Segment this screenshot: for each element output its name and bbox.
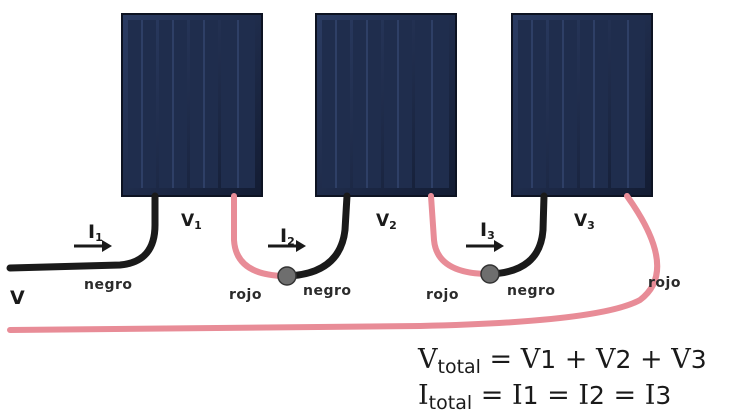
current-label-2: I2: [280, 225, 295, 248]
current-total-formula: Itotal = I1 = I2 = I3: [418, 380, 672, 414]
current-arrow-1: [74, 240, 112, 252]
voltage-total-formula: Vtotal = V1 + V2 + V3: [418, 344, 707, 378]
panel-1-cells: [128, 20, 255, 188]
junction-1: [277, 266, 297, 286]
current-label-3: I3: [480, 219, 495, 242]
current-label-1: I1: [88, 221, 103, 244]
wire-label-negro-2: negro: [303, 283, 352, 299]
panel-3-cells: [518, 20, 645, 188]
voltage-label-1: V1: [181, 211, 202, 232]
output-voltage-label: V: [10, 287, 25, 309]
panel-2-cells: [322, 20, 449, 188]
wire-label-rojo-1: rojo: [229, 287, 262, 303]
red-wire-panel-2: [428, 193, 493, 277]
wire-label-rojo-3: rojo: [648, 275, 681, 291]
wire-label-rojo-2: rojo: [426, 287, 459, 303]
red-wire-panel-1: [231, 193, 290, 279]
junction-2: [480, 264, 500, 284]
voltage-label-3: V3: [574, 211, 595, 232]
black-wire-output: [6, 192, 159, 272]
solar-panel-3: [511, 13, 653, 197]
wire-label-negro-1: negro: [84, 277, 133, 293]
current-arrow-2: [268, 240, 306, 252]
black-wire-panel-2: [283, 192, 351, 280]
wire-label-negro-3: negro: [507, 283, 556, 299]
voltage-label-2: V2: [376, 211, 397, 232]
black-wire-panel-3: [486, 192, 548, 278]
red-wire-output: [7, 193, 661, 333]
solar-panel-2: [315, 13, 457, 197]
current-arrow-3: [466, 240, 504, 252]
solar-panel-1: [121, 13, 263, 197]
